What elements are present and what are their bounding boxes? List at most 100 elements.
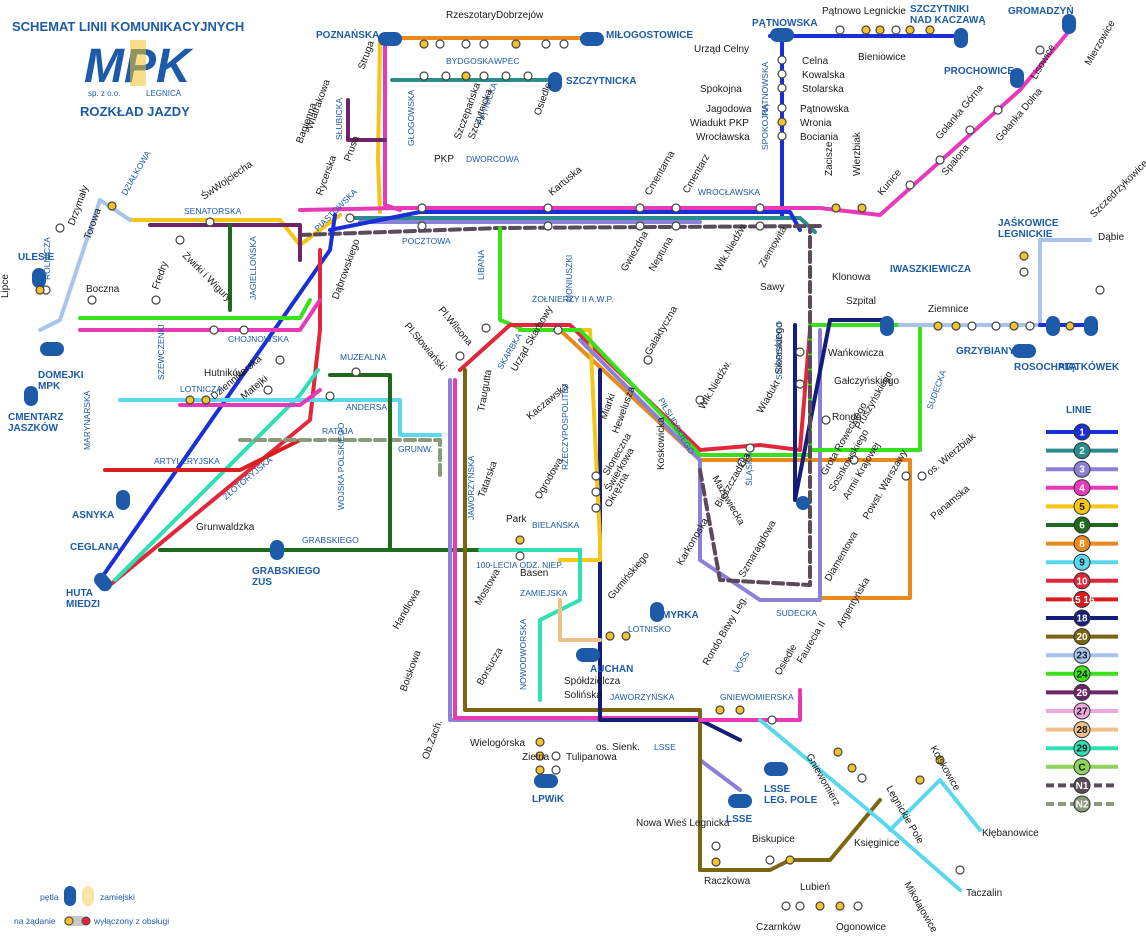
legend-badge	[1073, 721, 1091, 739]
street-label: Gumińskiego	[606, 550, 652, 602]
street-label: Taczalin	[966, 888, 1002, 899]
street-label: VOSS	[731, 649, 752, 675]
street-label: Borsucza	[475, 646, 506, 688]
terminal-label: MIŁOGOSTOWICE	[606, 30, 693, 41]
street-label: Wierzbiak	[852, 131, 863, 176]
legend-badge	[1073, 628, 1091, 646]
street-label: LOTNICZA	[180, 384, 222, 394]
svg-text:pętla: pętla	[40, 892, 59, 902]
legend-badge	[1073, 479, 1091, 497]
street-label: Dąbrowskiego	[330, 237, 362, 301]
street-label: 100-LECIA ODZ. NIEP.	[476, 560, 563, 570]
street-label: Argentyńska	[835, 575, 873, 629]
legend-badge	[1073, 609, 1091, 627]
street-label: Gołanka Dolna	[994, 86, 1045, 144]
street-label: GŁOGOWSKA	[406, 89, 416, 146]
street-label: Diamentowa	[823, 529, 861, 583]
street-label: Dąbie	[1098, 232, 1125, 243]
street-label: ŚLĄSKA	[743, 453, 754, 486]
legend-number: 27	[1076, 707, 1088, 718]
terminal-label: AUCHAN	[590, 664, 633, 675]
legend-badge	[1073, 776, 1091, 794]
street-label: Lubień	[800, 882, 830, 893]
street-label: Basen	[520, 568, 548, 579]
street-label: ŚwWojciecha	[198, 157, 255, 202]
legend-badge	[1073, 646, 1091, 664]
street-label: RZECZYPOSPOLITEJ	[560, 384, 570, 470]
street-label: Czarnków	[756, 922, 801, 933]
street-label: MONIUSZKI	[564, 255, 574, 302]
legend-number: N2	[1076, 800, 1089, 811]
street-label: Kłębanowice	[982, 828, 1039, 839]
terminal-loops	[24, 14, 1098, 808]
street-label: Rzeszotary	[446, 10, 496, 21]
street-label: Park	[506, 514, 528, 525]
street-label: Hutników	[204, 368, 246, 379]
street-label: Galaktyczna	[643, 304, 680, 358]
street-label: Gałczyńskiego	[834, 376, 899, 387]
street-label: Pątnowska	[800, 104, 849, 115]
street-label: DZIAŁKOWA	[119, 149, 153, 197]
street-label: Kowalska	[802, 70, 845, 81]
legend-number: 4	[1079, 483, 1085, 494]
street-label: ZŁOTORYJSKA	[221, 454, 274, 501]
legend-badge	[1073, 423, 1091, 441]
legend-badge	[1073, 442, 1091, 460]
street-label: Szpital	[846, 296, 876, 307]
terminal-label: LSSE	[726, 814, 752, 825]
street-label: Wlk.Niedźw.	[697, 359, 734, 412]
street-label: ANDERSA	[346, 402, 387, 412]
street-label: ROLNICZA	[42, 237, 52, 280]
street-label: Sawy	[760, 282, 784, 293]
terminal-label: PROCHOWICE	[944, 66, 1014, 77]
street-label: Drzymały	[66, 184, 91, 227]
terminal-label: LPWiK	[532, 794, 565, 805]
street-label: Tulipanowa	[566, 752, 617, 763]
street-label: Jagodowa	[706, 104, 752, 115]
street-label: WOJSKA POLSKIEGO	[336, 422, 346, 510]
street-label: Struga	[356, 39, 377, 71]
street-label: Handlowa	[391, 587, 423, 631]
street-label: PĄTNOWSKA	[760, 61, 770, 116]
legend-badge	[1073, 535, 1091, 553]
terminal-label: ULESIE	[18, 252, 54, 263]
legend-number: 9	[1079, 558, 1085, 569]
legend-number: 15 16	[1069, 595, 1094, 606]
legend-badge	[1073, 795, 1091, 813]
legend-number: 1	[1079, 428, 1085, 439]
street-label: Prusa	[342, 134, 361, 163]
street-label: Wielogórska	[470, 738, 525, 749]
street-label: Osiedle	[532, 81, 554, 117]
legend-number: 23	[1076, 651, 1088, 662]
street-label: Raczkowa	[704, 876, 751, 887]
street-label: Traugutta	[476, 368, 494, 412]
street-label: Grunwaldzka	[196, 522, 255, 533]
street-label: Legnickie Pole	[883, 784, 925, 846]
street-label: Księginice	[854, 838, 900, 849]
map-key: pętla zamiejski na żądanie wyłączony z o…	[14, 886, 169, 926]
street-label: Wiadukt PKP	[690, 118, 749, 129]
street-label: Szczedrzykowice	[1088, 158, 1146, 220]
street-label: GRUNW.	[398, 444, 433, 454]
street-label: Gołanka Górna	[934, 83, 986, 142]
street-label: ŻOŁNIERZY II A.W.P.	[532, 294, 613, 304]
street-label: Wiadukt	[755, 379, 783, 416]
street-label: Szmaragdowa	[737, 518, 779, 579]
street-label: Mierzowice	[1083, 18, 1118, 67]
street-label: Panamska	[929, 483, 973, 522]
street-label: Wrocławska	[696, 132, 750, 143]
street-label: MUZEALNA	[340, 352, 387, 362]
terminal-label: ASNYKA	[72, 510, 114, 521]
terminal-label: GROMADZYŃ	[1008, 4, 1074, 17]
legend-number: N1	[1076, 781, 1089, 792]
street-label: Boiskowa	[398, 649, 423, 693]
legend-title: LINIE	[1066, 405, 1092, 416]
legend-badge	[1073, 497, 1091, 515]
street-label: WPEC	[494, 56, 520, 66]
street-label: Kunice	[876, 167, 904, 198]
